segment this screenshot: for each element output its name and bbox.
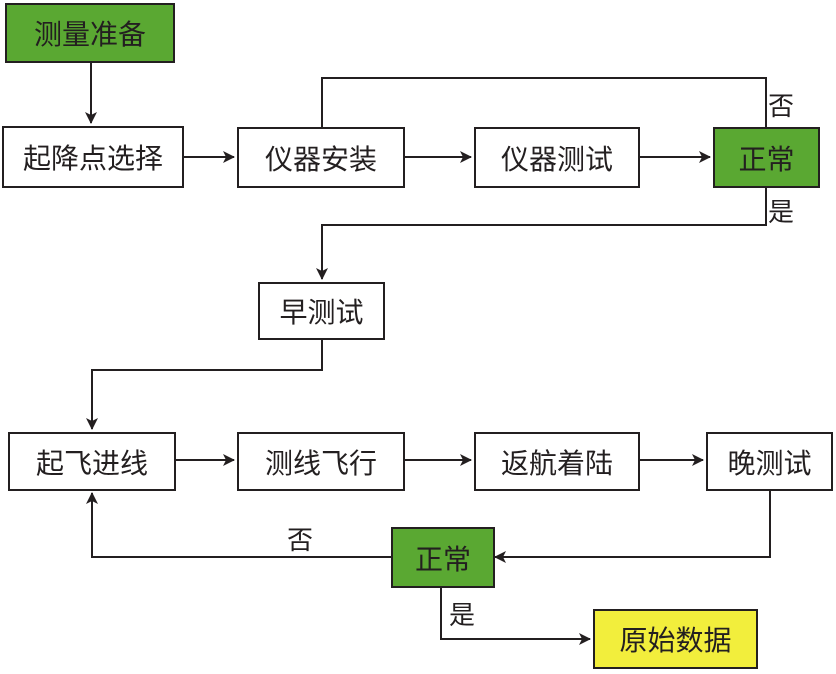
node-raw-data: 原始数据 [593, 609, 758, 669]
node-morning-test: 早测试 [258, 282, 385, 340]
node-evening-test: 晚测试 [706, 432, 833, 491]
node-survey-prep: 测量准备 [5, 3, 175, 63]
node-takeoff-site-selection: 起降点选择 [2, 126, 184, 188]
label-no-2: 否 [287, 526, 314, 556]
arrow-morning-to-takeoff [86, 340, 323, 430]
arrow-no-to-takeoff [86, 492, 391, 558]
node-return-landing: 返航着陆 [474, 432, 640, 491]
arrow-yes-to-raw-data [440, 588, 591, 645]
node-normal-check-1: 正常 [713, 127, 820, 188]
node-normal-check-2: 正常 [391, 527, 495, 588]
node-instrument-install: 仪器安装 [237, 127, 405, 188]
loop-no-to-install [321, 77, 767, 127]
node-survey-flight: 测线飞行 [237, 432, 405, 491]
arrow-evening-to-normal2 [494, 491, 771, 563]
node-instrument-test: 仪器测试 [474, 127, 640, 188]
label-yes-1: 是 [768, 198, 795, 228]
label-yes-2: 是 [449, 601, 476, 631]
arrow-yes-to-morning-test [316, 188, 767, 280]
node-takeoff-to-line: 起飞进线 [8, 432, 176, 491]
label-no-1: 否 [768, 92, 795, 122]
